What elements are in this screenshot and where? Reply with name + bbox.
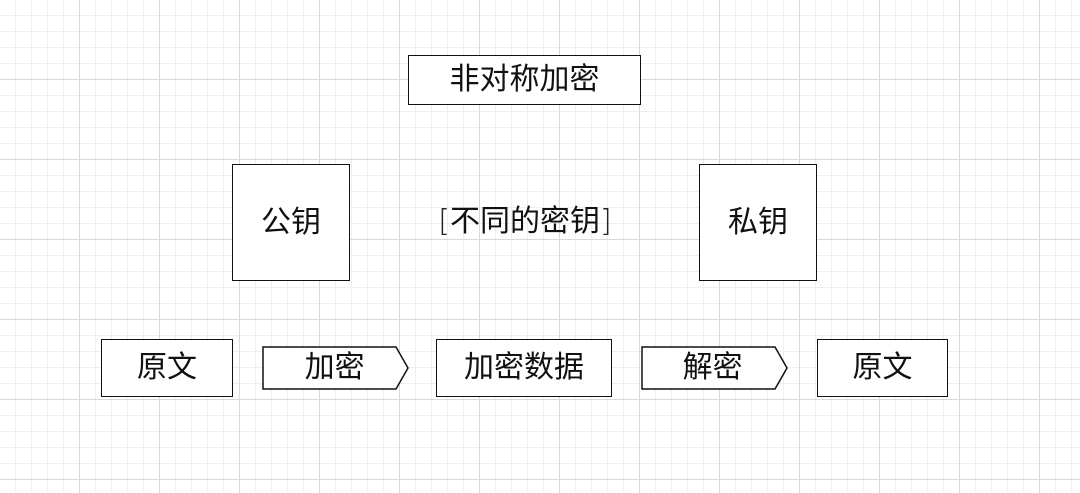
plaintext-left-box: 原文 [101,339,233,397]
middle-note-label: 不同的密钥 [450,204,600,239]
ciphertext-label: 加密数据 [464,350,584,385]
middle-note-close-bracket: ] [600,204,612,239]
encrypt-label-wrap: 加密 [262,346,397,390]
plaintext-right-label: 原文 [852,350,913,385]
decrypt-arrow-shape [641,346,788,390]
public-key-box: 公钥 [232,164,350,281]
encrypt-arrow: 加密 [262,346,409,390]
public-key-label: 公钥 [261,204,321,240]
title-label: 非对称加密 [449,62,600,97]
title-box: 非对称加密 [408,55,641,105]
decrypt-label: 解密 [682,350,743,385]
encrypt-arrow-shape [262,346,409,390]
private-key-box: 私钥 [699,164,817,281]
plaintext-left-label: 原文 [137,350,197,385]
decrypt-label-wrap: 解密 [641,346,776,390]
ciphertext-box: 加密数据 [436,339,612,397]
plaintext-right-box: 原文 [817,339,948,397]
middle-note: [ 不同的密钥 ] [420,198,630,246]
private-key-label: 私钥 [728,204,788,240]
decrypt-arrow: 解密 [641,346,788,390]
middle-note-open-bracket: [ [438,204,450,239]
encrypt-label: 加密 [304,350,365,385]
